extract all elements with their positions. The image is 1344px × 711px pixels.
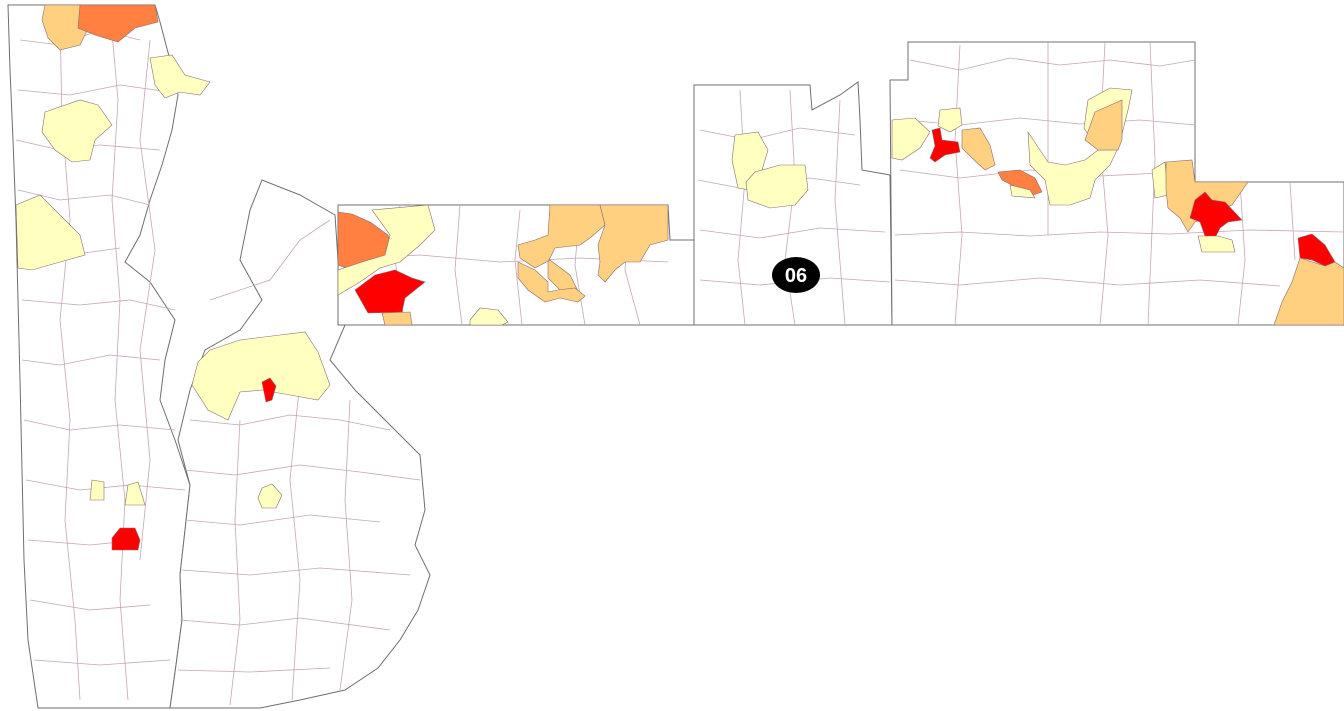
tract-red — [111, 527, 141, 551]
tract-light-orange — [517, 261, 586, 303]
tract-light-yellow — [745, 164, 809, 209]
tract-red — [1189, 191, 1243, 239]
tract-light-yellow — [891, 117, 931, 161]
tract-light-yellow — [257, 483, 283, 509]
tract-light-orange — [381, 311, 413, 326]
tract-light-yellow — [469, 307, 509, 326]
tract-red — [929, 127, 961, 163]
tract-light-yellow — [124, 481, 146, 506]
tract-light-yellow — [41, 99, 113, 163]
tract-light-yellow — [1009, 184, 1036, 199]
shaded-tracts — [15, 4, 1344, 551]
district-label: 06 — [772, 257, 820, 293]
tract-light-yellow — [337, 204, 436, 296]
tract-light-yellow — [1027, 130, 1119, 206]
tract-light-orange — [597, 204, 669, 283]
tract-orange — [997, 169, 1043, 197]
tract-red — [261, 377, 277, 403]
tract-light-yellow — [191, 331, 331, 421]
tract-orange — [77, 4, 159, 43]
tract-red — [354, 269, 426, 314]
district-label-badge — [772, 257, 820, 293]
tract-light-yellow — [15, 194, 86, 271]
tract-light-yellow — [937, 107, 963, 133]
south-central-county-outline — [169, 179, 431, 709]
tract-light-orange — [1273, 257, 1344, 326]
tract-light-yellow — [149, 54, 211, 99]
tract-light-orange — [1084, 99, 1123, 151]
tract-light-orange — [961, 127, 996, 171]
district-label-text: 06 — [785, 265, 807, 287]
tract-light-yellow — [89, 479, 105, 501]
tract-light-yellow — [1197, 235, 1236, 253]
